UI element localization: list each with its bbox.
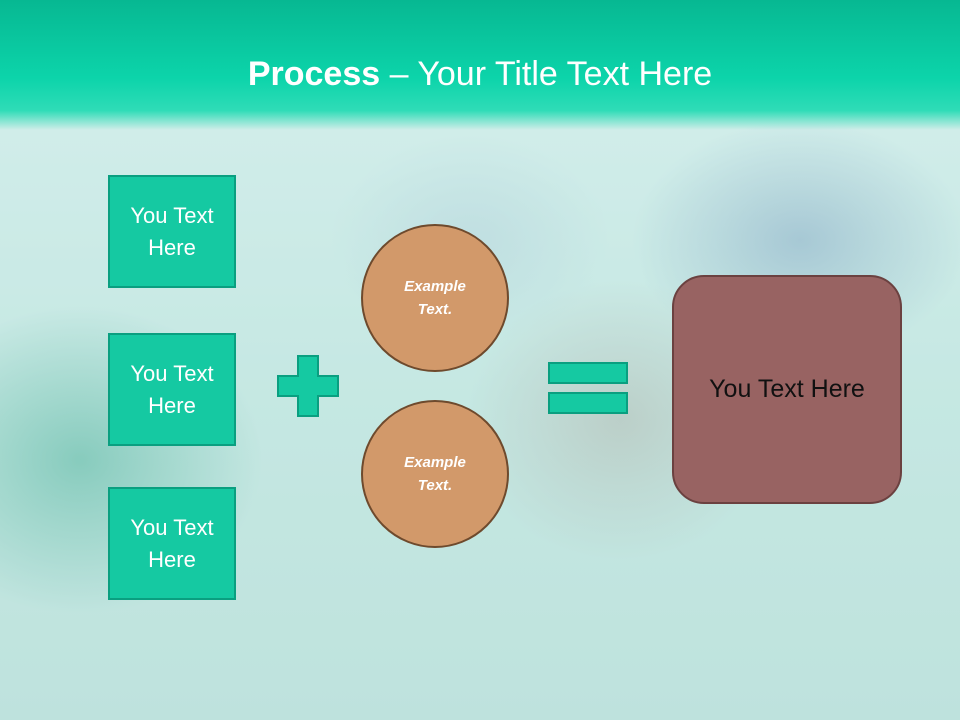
example-circle-1: Example Text. xyxy=(361,224,509,372)
text-box-3-line1: You Text xyxy=(130,514,214,540)
text-box-3-line2: Here xyxy=(148,546,196,572)
text-box-1-line2: Here xyxy=(148,234,196,260)
text-box-2-line1: You Text xyxy=(130,360,214,386)
text-box-2: You Text Here xyxy=(108,333,236,446)
text-box-2-line2: Here xyxy=(148,392,196,418)
title-bold: Process xyxy=(247,55,381,93)
text-box-3: You Text Here xyxy=(108,487,236,600)
text-box-1-line1: You Text xyxy=(130,202,214,228)
title-rest: – Your Title Text Here xyxy=(380,55,713,93)
text-box-1: You Text Here xyxy=(108,175,236,288)
circle-2-line1: Example xyxy=(404,454,466,471)
example-circle-2: Example Text. xyxy=(361,400,509,548)
circle-1-line1: Example xyxy=(404,278,466,295)
title-banner xyxy=(0,0,960,130)
result-text: You Text Here xyxy=(709,375,865,403)
plus-icon xyxy=(277,355,339,417)
slide-title: Process – Your Title Text Here xyxy=(0,52,960,96)
circle-2-line2: Text. xyxy=(417,477,453,494)
circle-1-line2: Text. xyxy=(417,301,453,318)
result-box: You Text Here xyxy=(672,275,902,504)
equals-icon xyxy=(548,362,628,414)
